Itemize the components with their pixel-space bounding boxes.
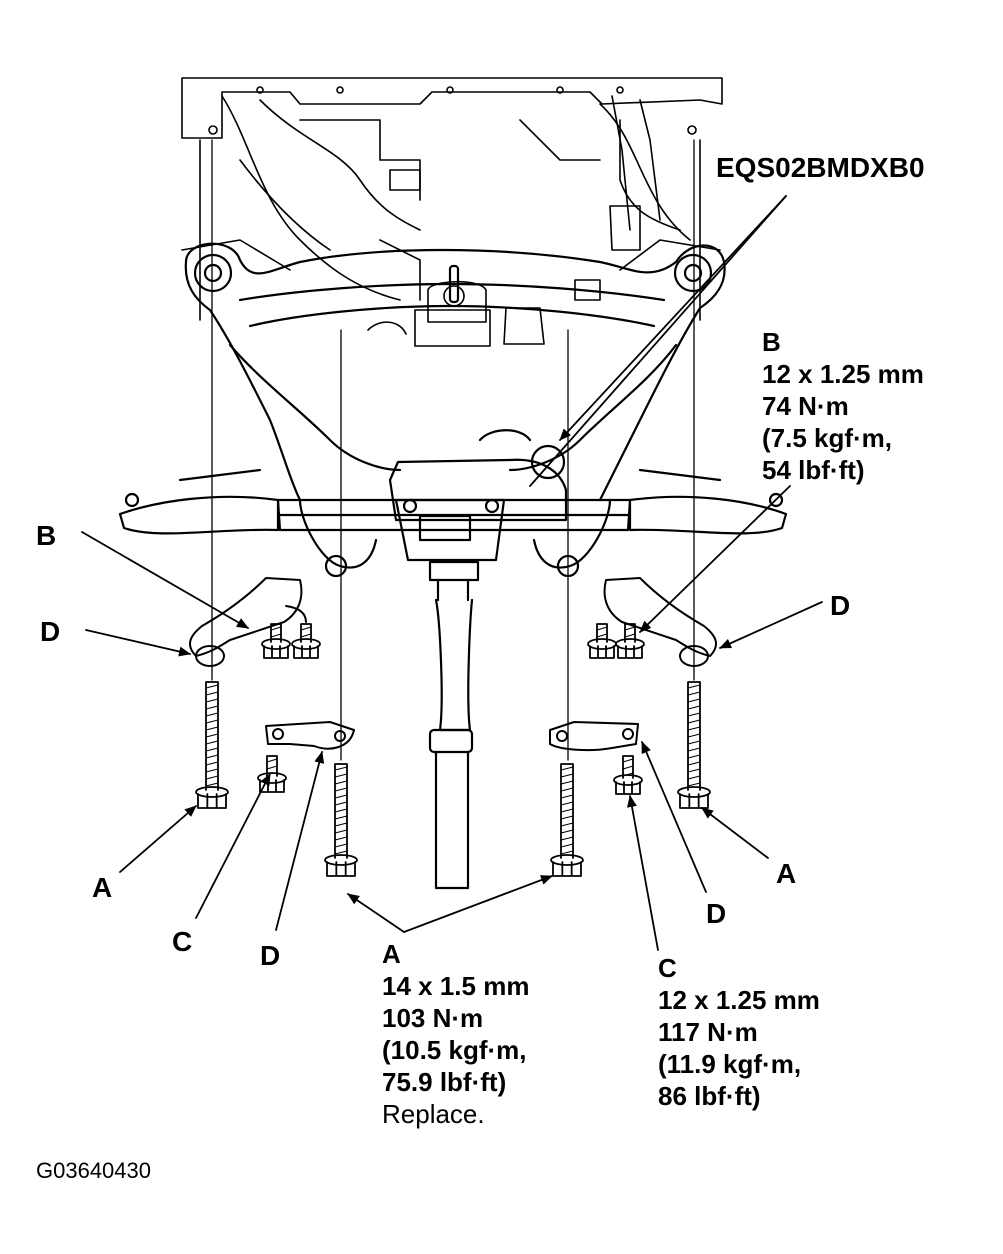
spec-b-letter: B: [762, 327, 781, 357]
spec-a-size: 14 x 1.5 mm: [382, 971, 530, 1001]
spec-c-size: 12 x 1.25 mm: [658, 985, 820, 1015]
callout-a-left: A: [92, 872, 113, 903]
bolt-icon: [677, 681, 711, 809]
spec-c-letter: C: [658, 953, 677, 983]
spec-b-size: 12 x 1.25 mm: [762, 359, 924, 389]
bolt-icon: [324, 763, 358, 877]
alignment-lines: [211, 139, 695, 761]
spec-b-lbf: 54 lbf·ft): [762, 455, 865, 485]
bolt-icon: [613, 755, 643, 795]
spec-a-kgf: (10.5 kgf·m,: [382, 1035, 527, 1065]
part-code-top: EQS02BMDXB0: [716, 152, 925, 183]
bracket-icon: [549, 721, 639, 752]
bolts: [195, 623, 711, 877]
spec-a-lbf: 75.9 lbf·ft): [382, 1067, 507, 1097]
bracket-icon: [603, 577, 718, 667]
spec-c-lbf: 86 lbf·ft): [658, 1081, 761, 1111]
leader-arrows: [81, 195, 823, 951]
part-code-bottom: G03640430: [36, 1158, 151, 1183]
spec-a-torque: 103 N·m: [382, 1003, 484, 1033]
callout-d-left: D: [40, 616, 61, 647]
callout-d-lower-left: D: [260, 940, 281, 971]
spec-b-torque: 74 N·m: [762, 391, 849, 421]
bracket-icon: [265, 721, 355, 750]
bolt-icon: [587, 623, 617, 659]
callout-d-right: D: [830, 590, 851, 621]
bolt-icon: [615, 623, 645, 659]
rear-subframe: [118, 242, 788, 890]
bolt-icon: [257, 755, 287, 793]
spec-c-kgf: (11.9 kgf·m,: [658, 1049, 802, 1079]
spec-b: B 12 x 1.25 mm 74 N·m (7.5 kgf·m, 54 lbf…: [762, 326, 924, 486]
spec-c: C 12 x 1.25 mm 117 N·m (11.9 kgf·m, 86 l…: [658, 952, 820, 1112]
callout-a-right: A: [776, 858, 797, 889]
spec-a-note: Replace.: [382, 1099, 485, 1129]
bolt-icon: [291, 623, 321, 659]
callout-d-lower-right: D: [706, 898, 727, 929]
callout-b-left: B: [36, 520, 57, 551]
callout-c-left: C: [172, 926, 193, 957]
spec-a: A 14 x 1.5 mm 103 N·m (10.5 kgf·m, 75.9 …: [382, 938, 529, 1130]
bolt-icon: [195, 681, 229, 809]
bracket-icon: [188, 577, 307, 667]
spec-b-kgf: (7.5 kgf·m,: [762, 423, 893, 453]
vehicle-body-outline: [181, 77, 723, 347]
spec-c-torque: 117 N·m: [658, 1017, 758, 1047]
bolt-icon: [261, 623, 291, 659]
spec-a-letter: A: [382, 939, 401, 969]
bolt-icon: [550, 763, 584, 877]
